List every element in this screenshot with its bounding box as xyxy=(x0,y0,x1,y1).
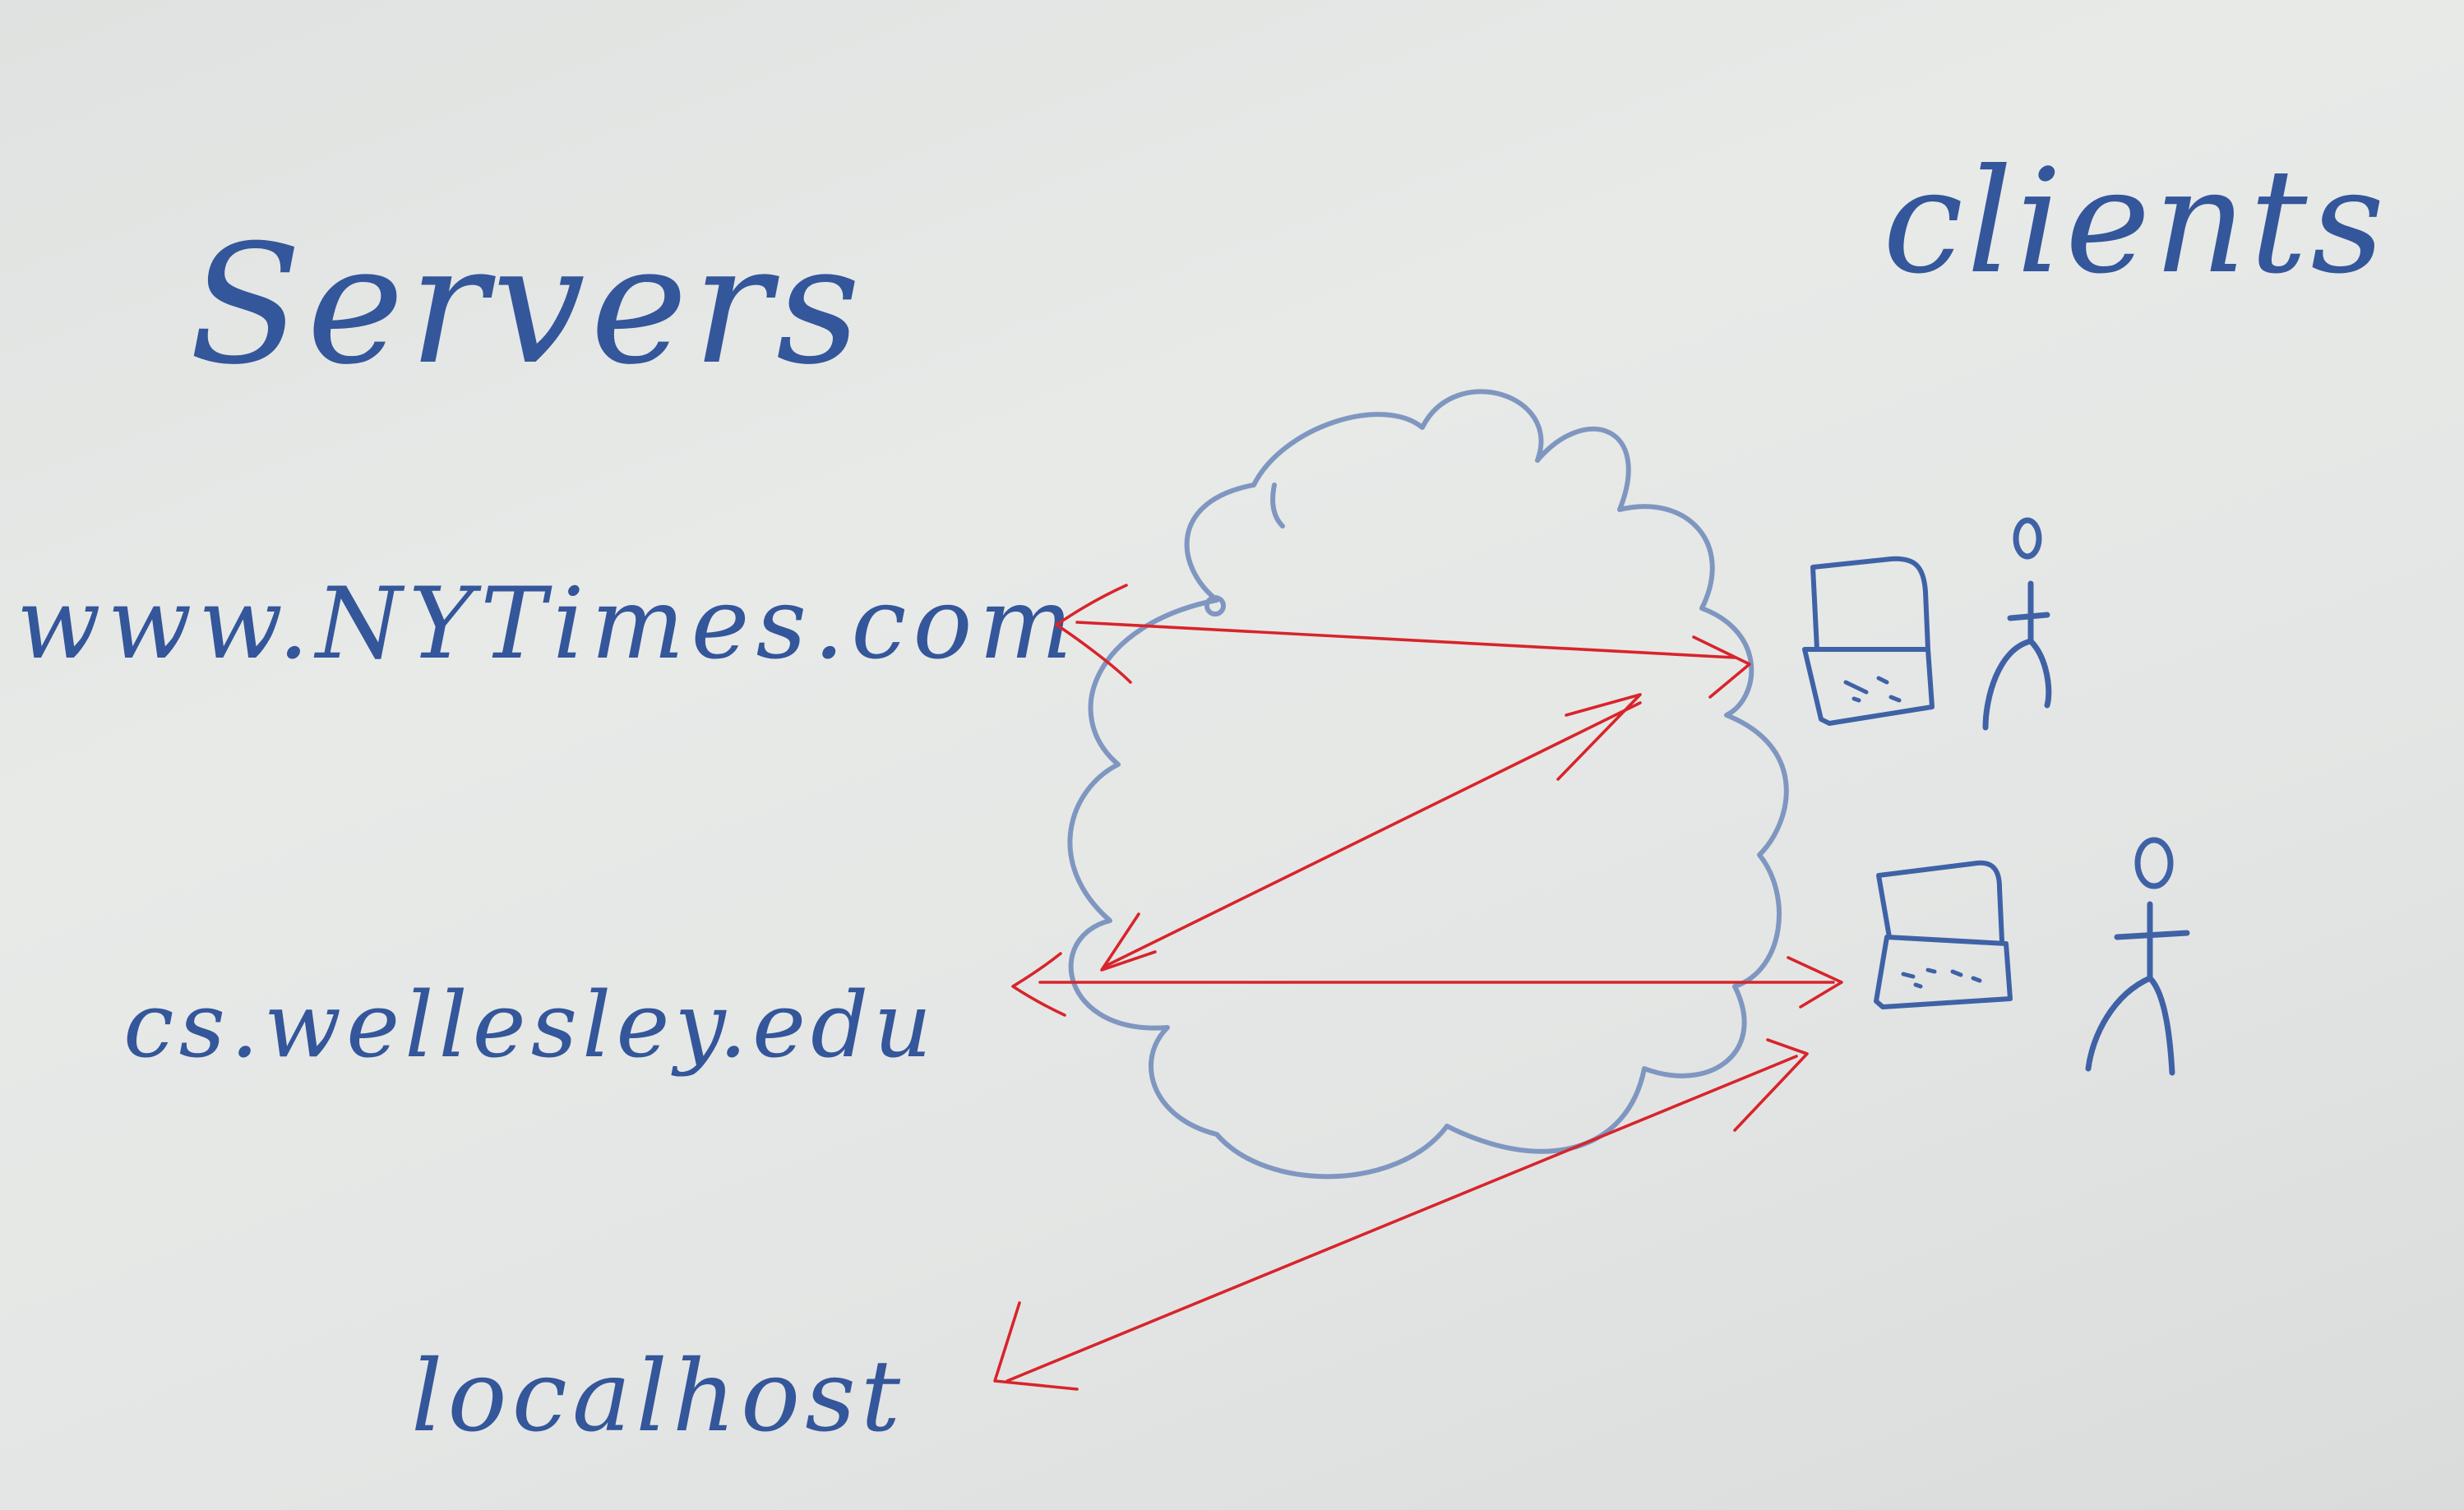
arrowhead-client1-diagonal xyxy=(1556,693,1642,781)
arrowhead-client2 xyxy=(1787,956,1843,1009)
arrowhead-nytimes xyxy=(1055,584,1132,684)
client-laptop-2 xyxy=(1874,860,2013,1009)
clients-heading: clients xyxy=(1883,139,2388,306)
server-label-localhost: localhost xyxy=(411,1340,905,1454)
laptop-keys xyxy=(1901,967,1982,989)
arrow-nytimes-client1 xyxy=(1075,621,1736,659)
person-icon xyxy=(2013,517,2042,560)
cloud-stroke-detail xyxy=(1270,483,1285,529)
client-person-2 xyxy=(2085,837,2190,1076)
arrow-localhost-client2 xyxy=(1005,1055,1798,1383)
arrowhead-wellesley xyxy=(1011,952,1066,1017)
arrow-wellesley-client1 xyxy=(1104,701,1642,967)
client-laptop-1 xyxy=(1802,556,1935,726)
person-icon xyxy=(2134,837,2174,889)
connection-arrows xyxy=(993,584,1843,1391)
cloud-stroke-detail xyxy=(1204,595,1226,616)
server-label-wellesley: cs.wellesley.edu xyxy=(123,972,936,1078)
laptop-icon xyxy=(1802,556,1935,726)
arrowhead-client2-bottom xyxy=(1733,1038,1809,1132)
server-label-nytimes: www.NYTimes.com xyxy=(16,567,1079,681)
laptop-keys xyxy=(1843,676,1902,703)
arrowhead-localhost xyxy=(993,1301,1079,1391)
cloud-icon xyxy=(1067,389,1789,1180)
servers-heading: Servers xyxy=(189,210,866,401)
arrowhead-wellesley-diagonal xyxy=(1100,912,1157,972)
arrowhead-client1 xyxy=(1692,635,1751,699)
laptop-icon xyxy=(1874,860,2013,1009)
client-person-1 xyxy=(1982,517,2052,731)
